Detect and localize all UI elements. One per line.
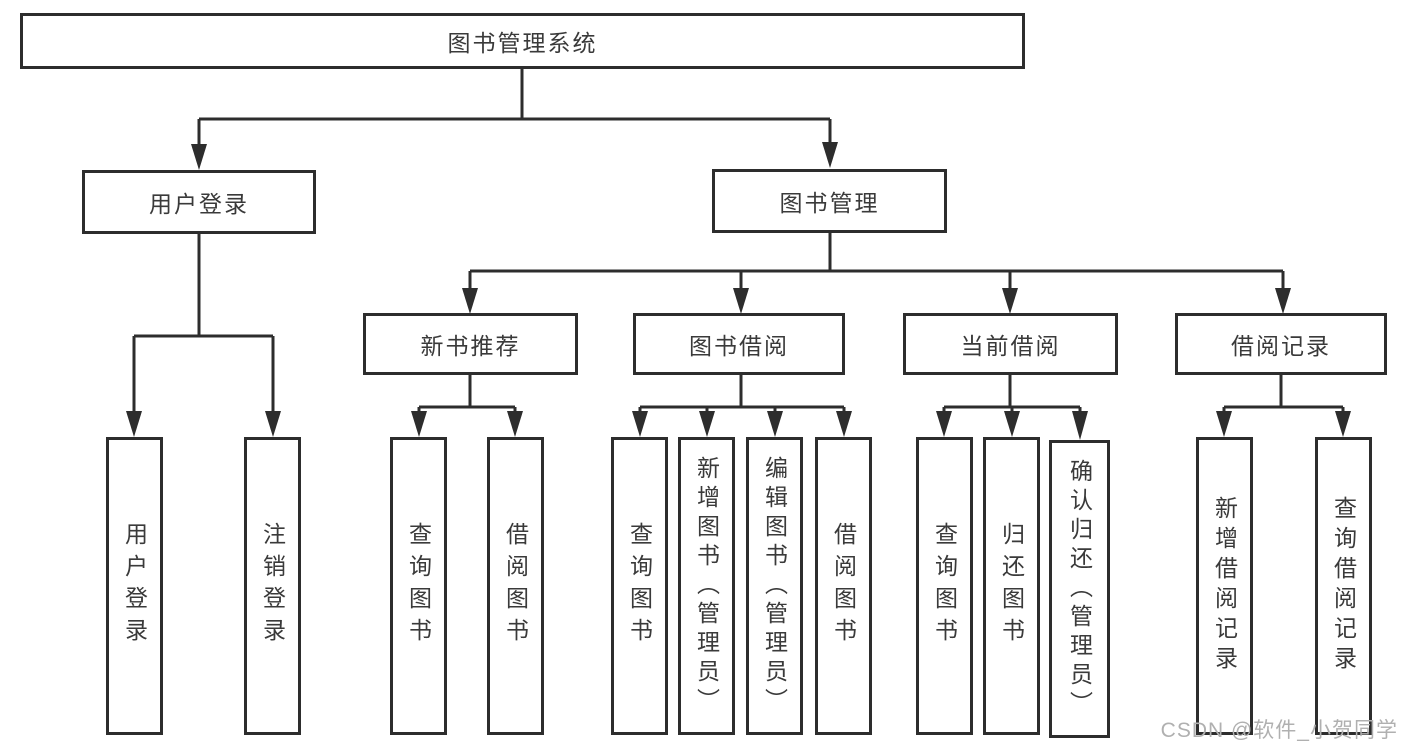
- node-book-borrowing: 图书借阅: [633, 313, 845, 375]
- leaf-query-books-recommend-label: 查询图书: [405, 522, 432, 650]
- leaf-query-books-current-label: 查询图书: [931, 522, 958, 650]
- leaf-query-borrow-record: 查询借阅记录: [1315, 437, 1372, 735]
- leaf-user-login: 用户登录: [106, 437, 163, 735]
- node-book-borrowing-label: 图书借阅: [689, 333, 789, 359]
- node-borrowing-records: 借阅记录: [1175, 313, 1387, 375]
- leaf-query-books-recommend: 查询图书: [390, 437, 447, 735]
- leaf-return-book-label: 归还图书: [998, 522, 1025, 650]
- leaf-borrow-books-recommend-label: 借阅图书: [502, 522, 529, 650]
- node-user-login: 用户登录: [82, 170, 316, 234]
- leaf-borrow-books-recommend: 借阅图书: [487, 437, 544, 735]
- leaf-edit-book-admin-label: 编辑图书（管理员）: [761, 455, 788, 717]
- node-user-login-label: 用户登录: [149, 191, 249, 217]
- leaf-add-borrow-record-label: 新增借阅记录: [1211, 496, 1238, 676]
- arrowheads: [126, 142, 1351, 440]
- node-book-management-label: 图书管理: [779, 190, 880, 216]
- leaf-query-borrow-record-label: 查询借阅记录: [1330, 496, 1357, 676]
- leaf-borrow-books-borrowing-label: 借阅图书: [830, 522, 857, 650]
- node-borrowing-records-label: 借阅记录: [1231, 333, 1331, 359]
- leaf-return-book: 归还图书: [983, 437, 1040, 735]
- leaf-confirm-return-admin-label: 确认归还（管理员）: [1066, 458, 1093, 720]
- root-node-system: 图书管理系统: [20, 13, 1025, 69]
- leaf-query-books-borrowing-label: 查询图书: [626, 522, 653, 650]
- leaf-borrow-books-borrowing: 借阅图书: [815, 437, 872, 735]
- leaf-confirm-return-admin: 确认归还（管理员）: [1049, 440, 1110, 738]
- node-new-book-recommend: 新书推荐: [363, 313, 578, 375]
- leaf-add-book-admin: 新增图书（管理员）: [678, 437, 735, 735]
- leaf-logout-label: 注销登录: [259, 522, 286, 650]
- leaf-query-books-borrowing: 查询图书: [611, 437, 668, 735]
- node-current-borrowing: 当前借阅: [903, 313, 1118, 375]
- csdn-watermark: CSDN @软件_小贺同学: [1160, 719, 1398, 742]
- leaf-query-books-current: 查询图书: [916, 437, 973, 735]
- node-book-management: 图书管理: [712, 169, 947, 233]
- root-node-label: 图书管理系统: [447, 30, 598, 56]
- node-current-borrowing-label: 当前借阅: [960, 333, 1061, 359]
- leaf-edit-book-admin: 编辑图书（管理员）: [746, 437, 803, 735]
- leaf-user-login-label: 用户登录: [121, 522, 148, 650]
- node-new-book-recommend-label: 新书推荐: [420, 333, 521, 359]
- leaf-add-borrow-record: 新增借阅记录: [1196, 437, 1253, 735]
- leaf-add-book-admin-label: 新增图书（管理员）: [693, 455, 720, 717]
- leaf-logout: 注销登录: [244, 437, 301, 735]
